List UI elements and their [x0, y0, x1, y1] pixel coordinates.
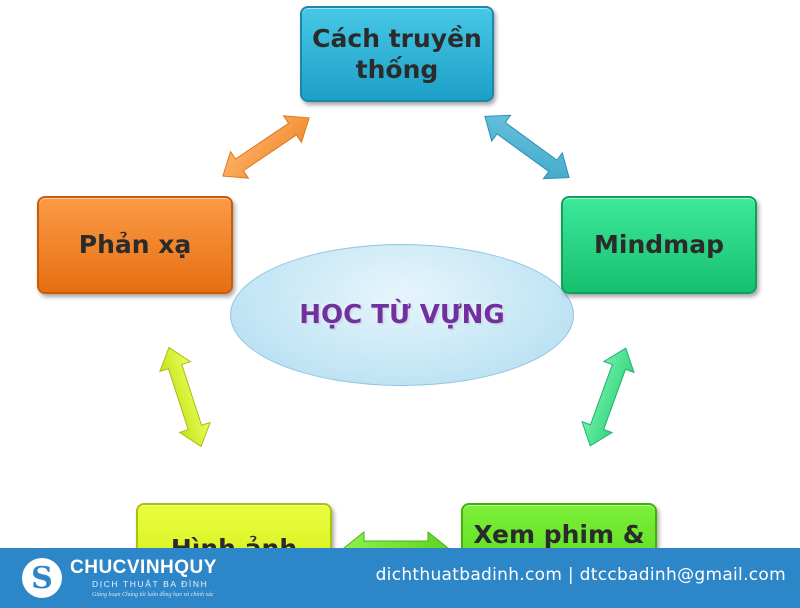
- arrow-left: [159, 346, 211, 448]
- arrow-top-left: [222, 115, 310, 179]
- brand-subtitle: DỊCH THUẬT BA ĐÌNH: [92, 579, 209, 589]
- center-topic-ellipse: HỌC TỪ VỰNG: [230, 244, 574, 386]
- arrow-top-right: [484, 114, 570, 180]
- logo-s-glyph: S: [31, 560, 53, 596]
- contact-info: dichthuatbadinh.com | dtccbadinh@gmail.c…: [375, 565, 786, 585]
- node-mindmap-label: Mindmap: [594, 230, 724, 260]
- node-movies-label: Xem phim &: [473, 520, 645, 549]
- node-traditional: Cách truyền thống: [300, 6, 494, 102]
- node-mindmap: Mindmap: [561, 196, 757, 294]
- brand-slogan: Giảng hoạn Chúng tôi luôn đồng hạn và ch…: [92, 592, 214, 598]
- footer-banner: S CHUCVINHQUY DỊCH THUẬT BA ĐÌNH Giảng h…: [0, 548, 800, 608]
- brand-logo-icon: S: [22, 558, 62, 598]
- node-reflex: Phản xạ: [37, 196, 233, 294]
- node-reflex-label: Phản xạ: [78, 230, 192, 260]
- arrow-right: [581, 347, 635, 447]
- brand-name: CHUCVINHQUY: [70, 557, 217, 578]
- center-topic-label: HỌC TỪ VỰNG: [299, 300, 505, 330]
- node-traditional-label: Cách truyền thống: [312, 23, 482, 84]
